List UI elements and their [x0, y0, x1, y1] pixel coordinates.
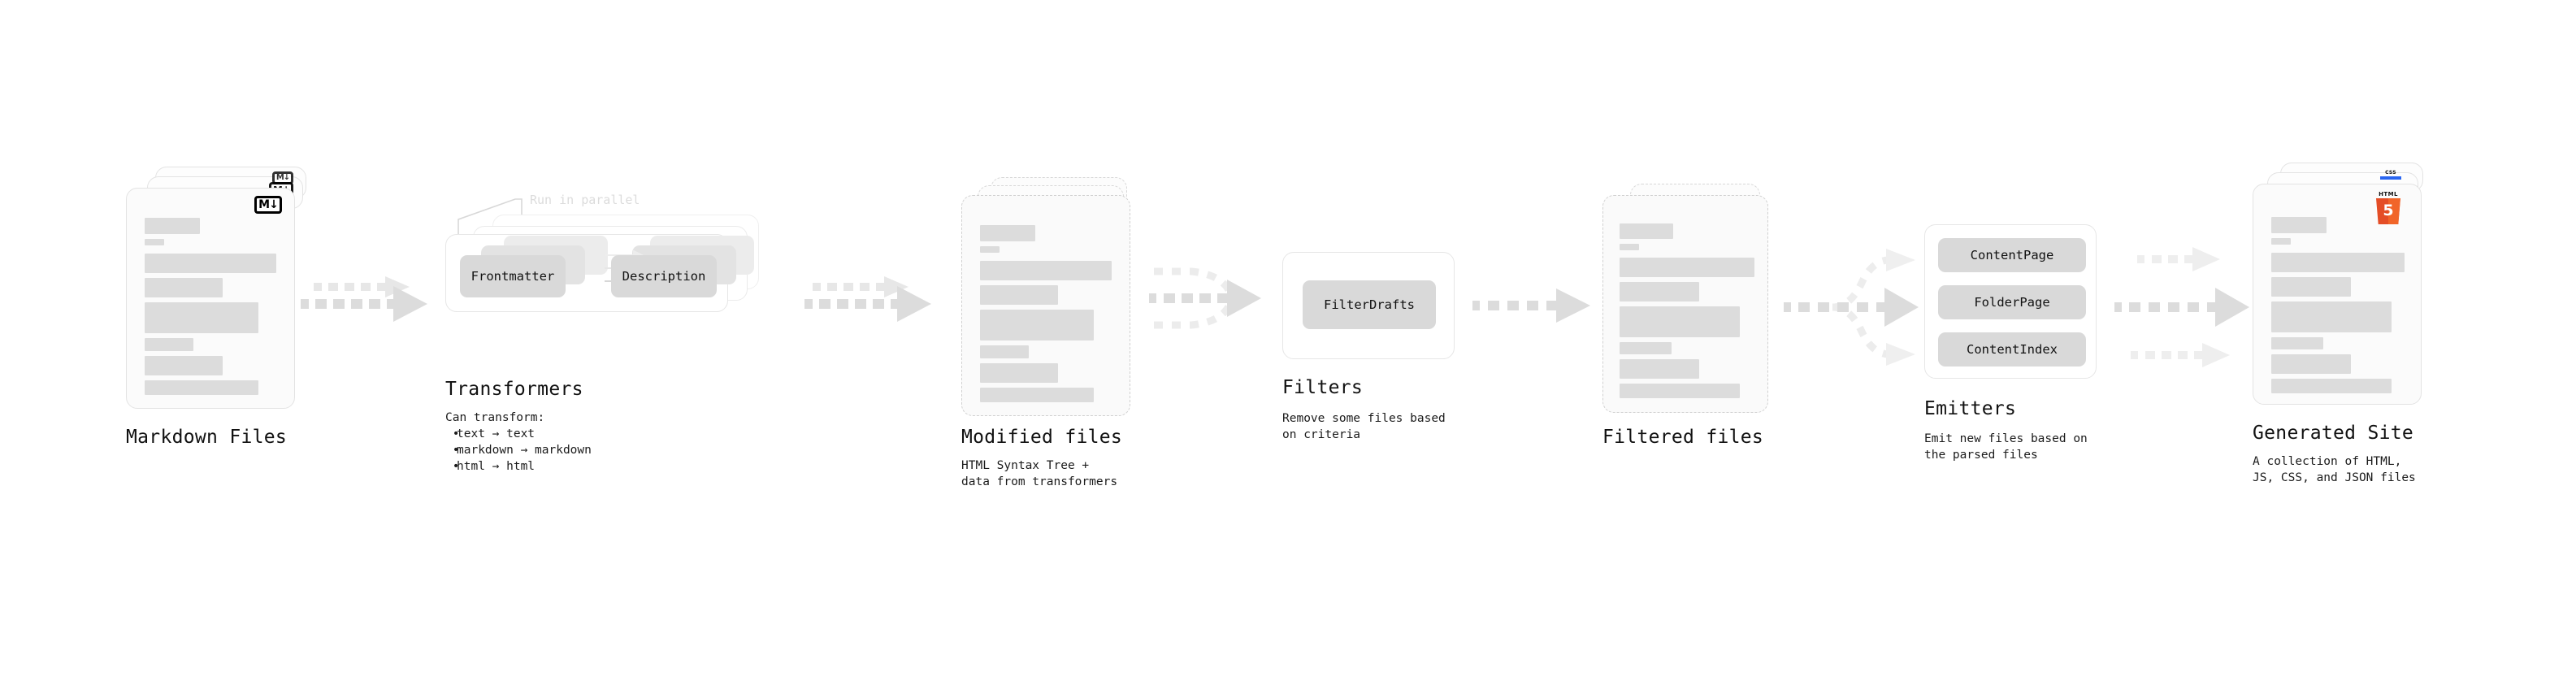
emitters-subtitle: Emit new files based on the parsed files: [1924, 432, 2088, 462]
skeleton-bar: [980, 363, 1058, 383]
stage-title-transformers: Transformers: [445, 379, 583, 400]
css3-badge-bar: [2380, 176, 2401, 180]
skeleton-bar: [1620, 306, 1740, 337]
transformers-bullet-list: •text → text •markdown → markdown •html …: [445, 426, 592, 475]
skeleton-bar: [2271, 238, 2291, 245]
bullet-dot: •: [445, 460, 460, 473]
arrow-emitters-to-site: [2114, 247, 2249, 367]
skeleton-bar: [145, 278, 223, 297]
skeleton-bar: [980, 310, 1094, 340]
bullet-dot: •: [445, 427, 460, 440]
arrow-filtered-to-emitters: [1784, 249, 1919, 366]
modified-files-subtitle: HTML Syntax Tree + data from transformer…: [961, 459, 1118, 488]
filtered-file-card: [1602, 195, 1768, 413]
css3-badge: CSS: [2379, 171, 2402, 182]
emitter-chip-contentindex[interactable]: ContentIndex: [1938, 332, 2086, 367]
skeleton-bar: [2271, 253, 2405, 272]
arrow-markdown-to-transformers: [301, 276, 427, 322]
stage-title-modified-files: Modified files: [961, 427, 1123, 448]
skeleton-bar: [1620, 342, 1672, 354]
stage-title-generated-site: Generated Site: [2253, 423, 2414, 444]
filters-box: FilterDrafts: [1282, 252, 1455, 359]
generated-site-subtitle: A collection of HTML, JS, CSS, and JSON …: [2253, 455, 2416, 484]
skeleton-bar: [145, 380, 258, 395]
html5-badge: HTML 5: [2374, 192, 2402, 224]
emitters-box: ContentPage FolderPage ContentIndex: [1924, 224, 2097, 379]
skeleton-bar: [2271, 337, 2323, 349]
stage-title-emitters: Emitters: [1924, 398, 2017, 419]
list-item: •markdown → markdown: [445, 442, 592, 458]
skeleton-bar: [980, 225, 1035, 241]
markdown-file-card: [126, 188, 295, 409]
html5-badge-word: HTML: [2379, 191, 2398, 197]
transformer-chip-description[interactable]: Description: [611, 255, 717, 297]
skeleton-bar: [2271, 379, 2392, 393]
skeleton-bar: [1620, 282, 1699, 301]
skeleton-bar: [145, 239, 164, 245]
stage-title-markdown-files: Markdown Files: [126, 427, 288, 448]
skeleton-bar: [980, 388, 1094, 402]
html5-badge-shield: 5: [2376, 198, 2400, 224]
skeleton-bar: [2271, 301, 2392, 332]
skeleton-bar: [145, 356, 223, 375]
skeleton-bar: [2271, 217, 2327, 233]
skeleton-bar: [980, 261, 1112, 280]
css3-badge-label: CSS: [2385, 170, 2396, 176]
transformers-subtitle: Can transform:: [445, 411, 545, 424]
skeleton-bar: [980, 246, 1000, 253]
skeleton-bar: [1620, 359, 1699, 379]
list-item: •text → text: [445, 426, 592, 442]
list-item-label: text → text: [457, 427, 536, 440]
skeleton-bar: [980, 345, 1029, 358]
skeleton-bar: [145, 338, 193, 351]
arrow-modified-to-filters: [1149, 267, 1261, 329]
emitter-chip-contentpage[interactable]: ContentPage: [1938, 238, 2086, 272]
skeleton-bar: [1620, 223, 1673, 239]
list-item-label: html → html: [457, 460, 536, 473]
skeleton-bar: [145, 302, 258, 333]
modified-file-card: [961, 195, 1130, 416]
run-in-parallel-bracket: [458, 198, 523, 239]
skeleton-bar: [2271, 277, 2351, 297]
skeleton-bar: [145, 218, 200, 234]
bullet-dot: •: [445, 444, 460, 457]
list-item-label: markdown → markdown: [457, 444, 592, 457]
emitter-chip-folderpage[interactable]: FolderPage: [1938, 285, 2086, 319]
list-item: •html → html: [445, 458, 592, 475]
skeleton-bar: [2271, 354, 2351, 374]
skeleton-bar: [1620, 258, 1754, 277]
skeleton-bar: [980, 285, 1058, 305]
arrow-transformers-to-modified: [804, 276, 931, 322]
run-in-parallel-note: Run in parallel: [530, 193, 640, 207]
skeleton-bar: [145, 254, 276, 273]
skeleton-bar: [1620, 244, 1639, 250]
filter-chip-filterdrafts[interactable]: FilterDrafts: [1303, 280, 1436, 329]
filters-subtitle: Remove some files based on criteria: [1282, 412, 1446, 441]
stage-title-filtered-files: Filtered files: [1602, 427, 1764, 448]
arrow-filters-to-filtered: [1472, 288, 1590, 323]
stage-title-filters: Filters: [1282, 377, 1364, 398]
markdown-badge: M↓: [254, 196, 282, 214]
transformer-chip-frontmatter[interactable]: Frontmatter: [460, 255, 566, 297]
html5-badge-number: 5: [2383, 201, 2394, 219]
skeleton-bar: [1620, 384, 1740, 398]
